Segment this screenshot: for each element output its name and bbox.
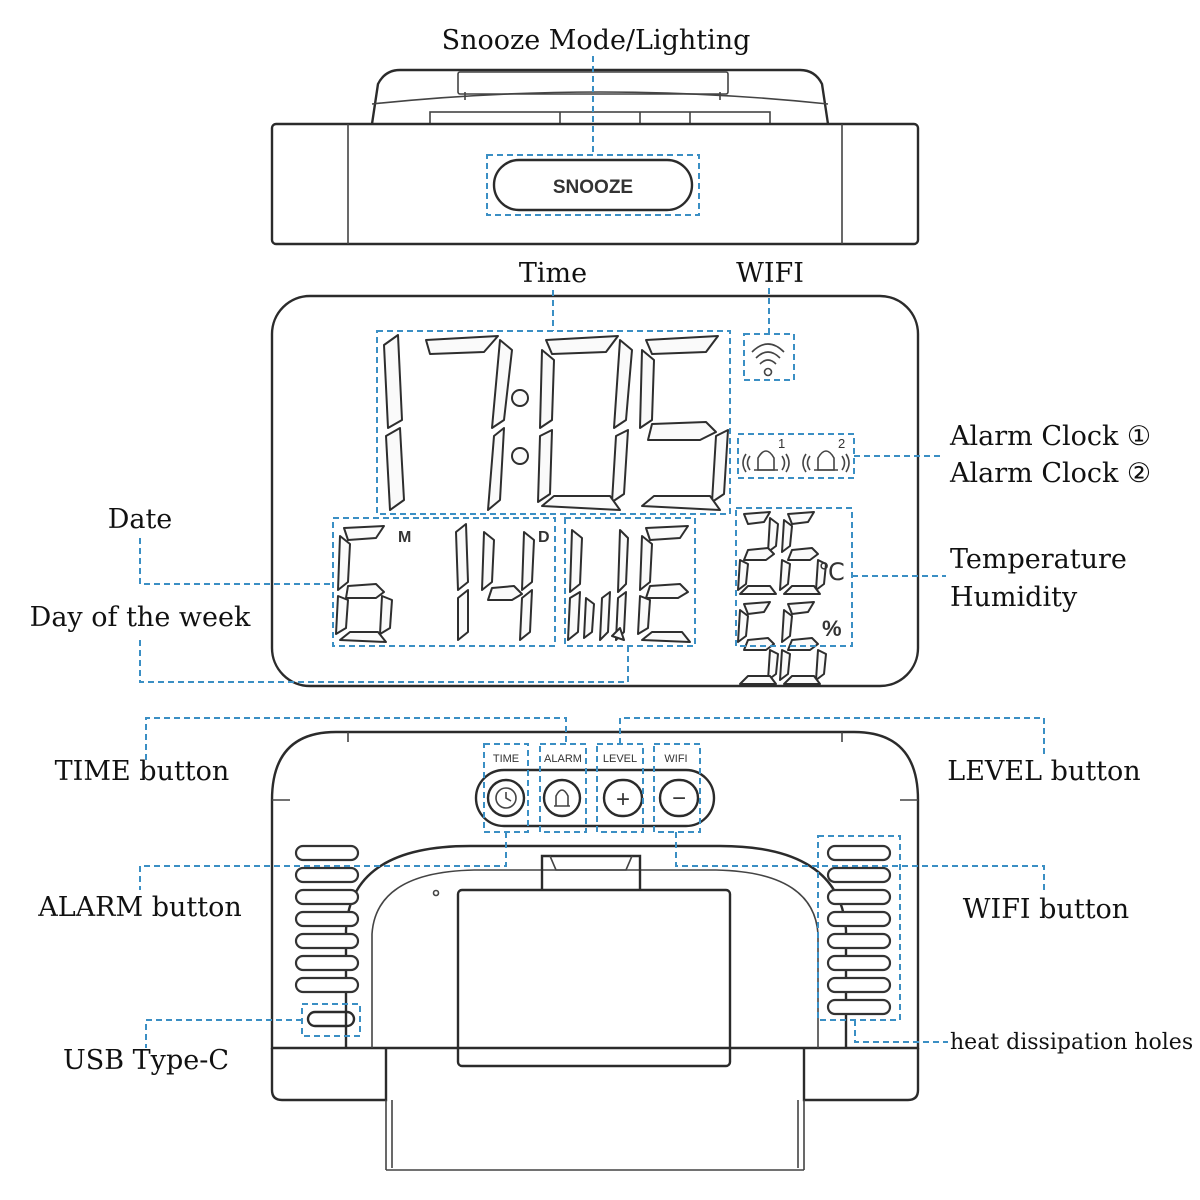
time-button-text: TIME — [493, 753, 519, 765]
top-view: SNOOZE Snooze Mode/Lighting — [270, 25, 920, 246]
usb-port[interactable] — [306, 1010, 356, 1028]
wifi-highlight — [743, 333, 795, 381]
heat-holes-label: heat dissipation holes — [950, 1030, 1193, 1055]
right-vents — [826, 844, 892, 1016]
weekday-highlight — [564, 517, 696, 647]
snooze-mode-label: Snooze Mode/Lighting — [442, 25, 751, 56]
humidity-unit: % — [822, 616, 842, 641]
day-of-week-label: Day of the week — [30, 602, 251, 633]
time-button-label: TIME button — [55, 756, 230, 787]
back-view: + − TIME ALARM LEVEL WIFI — [37, 717, 1193, 1171]
alarm2-index: 2 — [838, 436, 845, 451]
temperature-label: Temperature — [950, 544, 1127, 575]
bell-icon — [554, 789, 570, 807]
day-marker: D — [538, 529, 550, 546]
left-vents — [294, 844, 360, 994]
time-digits — [383, 334, 729, 511]
alarm1-icon: 1 — [742, 436, 790, 473]
weekday-digits — [567, 525, 691, 643]
wifi-button-label: WIFI button — [963, 894, 1129, 925]
date-highlight — [332, 517, 556, 647]
display-frame — [270, 294, 920, 688]
alarm-highlight — [737, 433, 855, 479]
usb-highlight — [301, 1003, 361, 1037]
time-label: Time — [519, 258, 587, 289]
date-digits: M D — [335, 523, 550, 643]
temp-unit: ℃ — [818, 559, 845, 586]
level-button-label: LEVEL button — [947, 756, 1140, 787]
front-display: Time WIFI 1 2 Alarm Clock ① Al — [30, 258, 1151, 688]
snooze-button-label: SNOOZE — [553, 177, 633, 198]
button-panel — [474, 768, 716, 828]
temp-humidity-digits: ℃ % — [737, 511, 845, 685]
time-highlight — [376, 330, 731, 515]
minus-button[interactable]: − — [658, 778, 700, 818]
battery-cover — [456, 888, 732, 1068]
minus-sign: − — [672, 785, 686, 812]
snooze-button[interactable] — [492, 158, 694, 212]
plus-button[interactable]: + — [602, 778, 644, 818]
wifi-label: WIFI — [736, 258, 804, 289]
heat-holes-highlight — [817, 835, 901, 1021]
alarm-button[interactable] — [542, 778, 582, 818]
alarm-button-text: ALARM — [544, 753, 582, 765]
alarm2-icon: 2 — [802, 436, 850, 473]
alarm-button-label: ALARM button — [37, 892, 242, 923]
snooze-highlight — [486, 154, 700, 216]
time-button[interactable] — [486, 778, 526, 818]
usb-label: USB Type-C — [63, 1045, 229, 1076]
wifi-icon — [751, 343, 785, 377]
alarm2-label: Alarm Clock ② — [949, 458, 1151, 489]
alarm1-index: 1 — [778, 436, 785, 451]
alarm1-label: Alarm Clock ① — [949, 421, 1151, 452]
humidity-label: Humidity — [950, 582, 1078, 613]
plus-sign: + — [616, 786, 630, 813]
wifi-button-text: WIFI — [664, 753, 687, 765]
level-button-text: LEVEL — [603, 753, 637, 765]
date-label: Date — [108, 504, 173, 535]
month-marker: M — [398, 529, 411, 546]
